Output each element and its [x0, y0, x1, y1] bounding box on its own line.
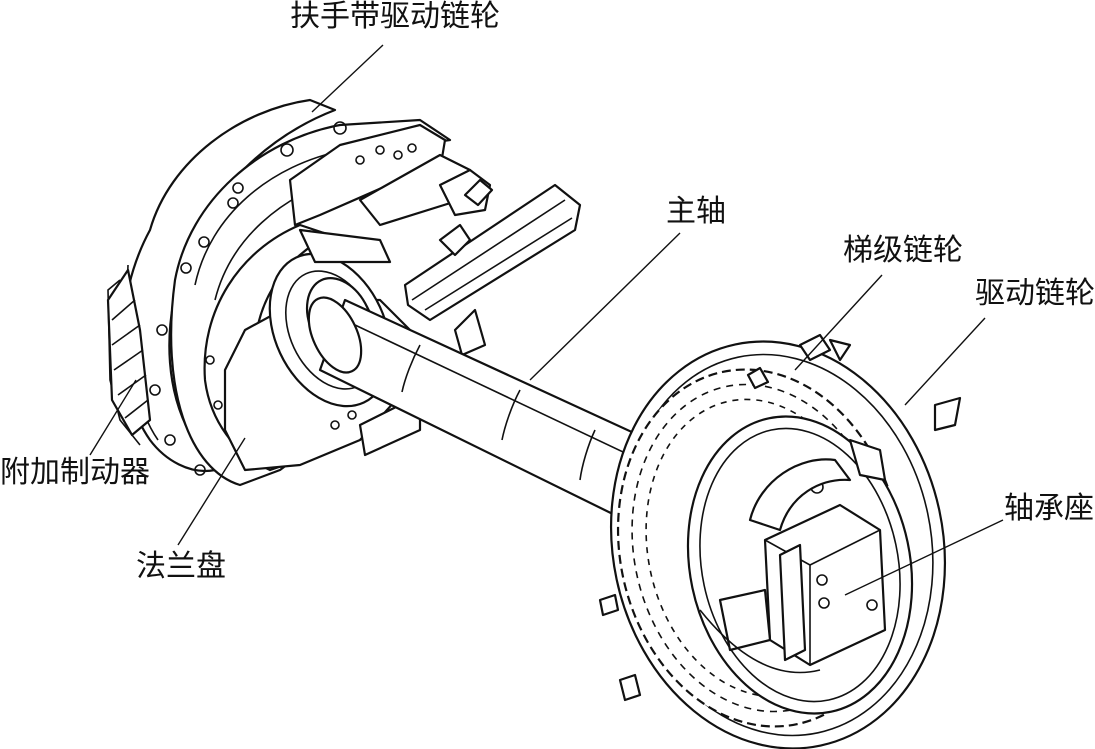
label-auxiliary-brake: 附加制动器: [0, 455, 150, 490]
label-bearing-seat: 轴承座: [1004, 491, 1094, 526]
right-wheel-assembly: [598, 333, 962, 749]
leader-flange: [177, 437, 246, 546]
label-flange: 法兰盘: [136, 549, 226, 584]
leader-handrail-drive-sprocket: [311, 44, 384, 113]
label-main-shaft: 主轴: [666, 194, 726, 229]
leader-lines: [89, 44, 1004, 596]
leader-bearing-seat: [844, 519, 1004, 596]
support-beams: [403, 183, 582, 357]
leader-step-sprocket: [794, 274, 883, 371]
main-shaft: [307, 296, 662, 522]
label-drive-sprocket: 驱动链轮: [975, 276, 1095, 311]
leader-drive-sprocket: [904, 317, 986, 406]
leader-main-shaft: [529, 232, 681, 381]
label-step-sprocket: 梯级链轮: [843, 233, 963, 268]
leader-auxiliary-brake: [89, 379, 137, 456]
bolt-holes-left: [149, 121, 417, 476]
label-handrail-drive-sprocket: 扶手带驱动链轮: [290, 0, 500, 34]
